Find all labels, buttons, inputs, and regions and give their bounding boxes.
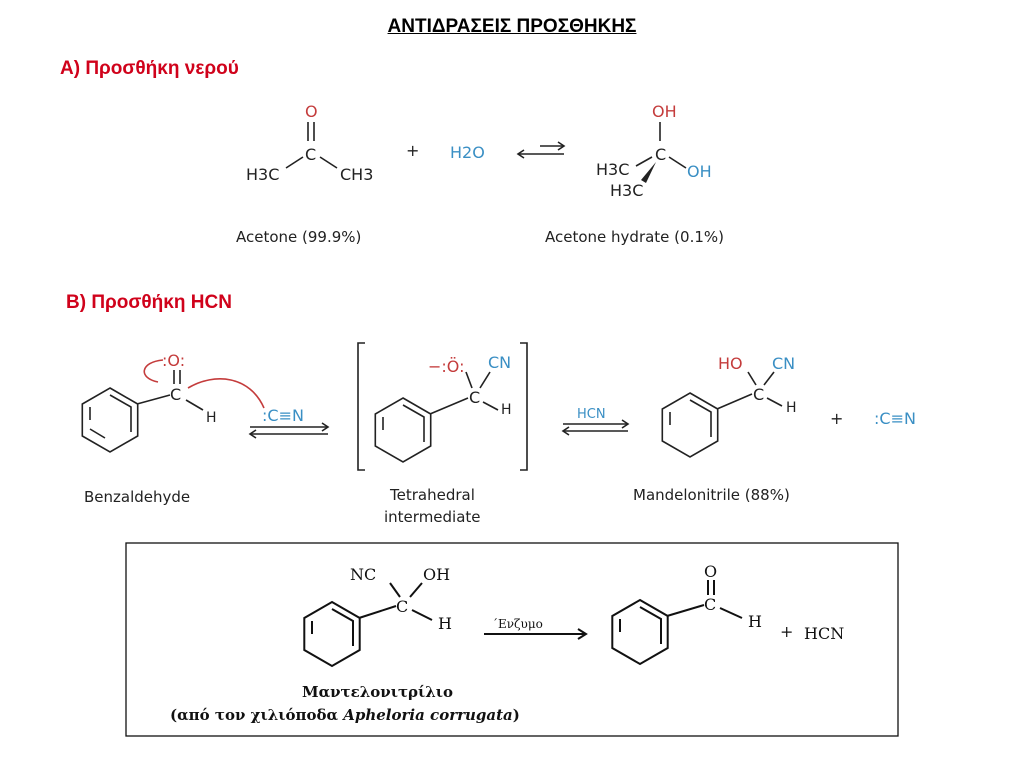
enzyme-reaction-box — [125, 542, 899, 737]
acetone-h3c-label: H3C — [246, 165, 279, 184]
box-benz-h-label: H — [748, 612, 762, 631]
equilibrium-arrow-b1 — [248, 422, 330, 439]
reaction-b-plus: + — [830, 409, 843, 428]
section-a-heading: A) Προσθήκη νερού — [60, 58, 239, 79]
acetone-ch3-label: CH3 — [340, 165, 373, 184]
benzaldehyde-oxygen-label: :O: — [162, 351, 185, 370]
hydrate-oh-right-label: OH — [687, 162, 712, 181]
box-benz-oxygen-label: O — [704, 562, 717, 581]
acetone-caption: Acetone (99.9%) — [236, 228, 361, 246]
mandelonitrile-structure: C HO CN H — [661, 354, 797, 458]
box-oh-label: OH — [423, 565, 450, 584]
hydrate-h3c-lower-label: H3C — [610, 181, 643, 200]
box-benz-carbon-label: C — [704, 595, 716, 614]
box-nc-label: NC — [350, 565, 376, 584]
box-benzaldehyde-structure: C O H — [611, 562, 762, 665]
intermediate-cn-label: CN — [488, 353, 511, 372]
equilibrium-arrow-a — [516, 141, 566, 159]
mandelonitrile-cn-label: CN — [772, 354, 795, 373]
tetrahedral-intermediate-structure: C −:Ö: CN H — [357, 342, 528, 471]
box-plus: + — [780, 622, 793, 641]
cyanide-reagent-label: :C≡N — [262, 406, 304, 425]
water-label: H2O — [450, 143, 485, 162]
hydrate-carbon-label: C — [655, 145, 666, 164]
benzaldehyde-carbon-label: C — [170, 385, 181, 404]
reaction-a-plus: + — [406, 141, 419, 160]
benzaldehyde-h-label: H — [206, 410, 217, 426]
box-hcn-label: HCN — [804, 624, 844, 643]
intermediate-caption-line2: intermediate — [384, 508, 481, 526]
hydrate-h3c-label: H3C — [596, 160, 629, 179]
hydrate-oh-top-label: OH — [652, 102, 677, 121]
mandelonitrile-caption: Mandelonitrile (88%) — [633, 486, 790, 504]
benzaldehyde-structure: C :O: H — [81, 351, 265, 453]
cyanide-product-label: :C≡N — [874, 409, 916, 428]
intermediate-h-label: H — [501, 402, 512, 418]
box-source-caption: (από τον χιλιόποδα Apheloria corrugata) — [170, 706, 520, 724]
enzyme-label: ΄Ενζυμο — [492, 617, 543, 631]
acetone-structure: O C H3C CH3 — [246, 102, 373, 184]
acetone-oxygen-label: O — [305, 102, 318, 121]
acetone-hydrate-structure: OH C OH H3C H3C — [596, 102, 712, 200]
page-title: ΑΝΤΙΔΡΑΣΕΙΣ ΠΡΟΣΘΗΚΗΣ — [387, 16, 637, 37]
benzaldehyde-caption: Benzaldehyde — [84, 488, 190, 506]
mandelonitrile-ho-label: HO — [718, 354, 743, 373]
box-name-caption: Μαντελονιτρίλιο — [302, 683, 453, 701]
box-h-label: H — [438, 614, 452, 633]
box-carbon-label: C — [396, 597, 408, 616]
intermediate-carbon-label: C — [469, 388, 480, 407]
enzyme-arrow — [484, 628, 588, 640]
intermediate-caption-line1: Tetrahedral — [389, 486, 475, 504]
section-b-heading: B) Προσθήκη HCN — [66, 292, 232, 313]
box-mandelonitrile-structure: C NC OH H — [303, 565, 452, 667]
equilibrium-arrow-b2 — [561, 419, 630, 436]
acetone-carbon-label: C — [305, 145, 316, 164]
acetone-hydrate-caption: Acetone hydrate (0.1%) — [545, 228, 724, 246]
intermediate-oxygen-label: −:Ö: — [428, 357, 465, 376]
mandelonitrile-h-label: H — [786, 400, 797, 416]
mandelonitrile-carbon-label: C — [753, 385, 764, 404]
hcn-reagent-label: HCN — [577, 407, 606, 422]
